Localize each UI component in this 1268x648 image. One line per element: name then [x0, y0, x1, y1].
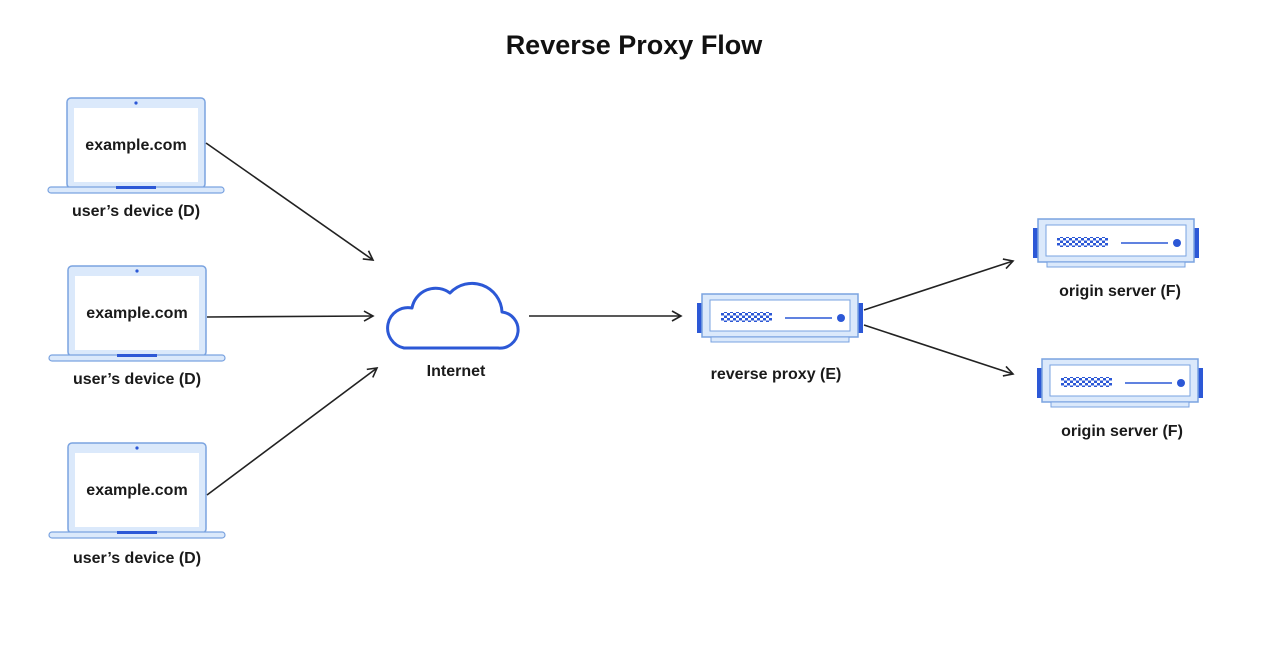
device-screen-text: example.com: [86, 482, 187, 499]
arrow-device2-to-internet: [206, 310, 375, 322]
device-label: user’s device (D): [72, 550, 202, 567]
arrow-proxy-to-origin1: [863, 258, 1015, 311]
server-icon: [696, 293, 864, 343]
server-icon: [1036, 358, 1204, 408]
server-icon: [1032, 218, 1200, 268]
device-label: user’s device (D): [72, 371, 202, 388]
device-label: user’s device (D): [71, 203, 201, 220]
reverse-proxy-server: [696, 293, 864, 343]
internet-label: Internet: [426, 363, 486, 380]
user-device-2: example.com: [48, 265, 226, 362]
user-device-1: example.com: [47, 97, 225, 194]
arrow-proxy-to-origin2: [863, 324, 1015, 377]
device-screen-text: example.com: [86, 305, 187, 322]
origin-server-label: origin server (F): [1059, 283, 1181, 300]
origin-server-1: [1032, 218, 1200, 268]
device-screen-text: example.com: [85, 137, 186, 154]
origin-server-label: origin server (F): [1061, 423, 1183, 440]
origin-server-2: [1036, 358, 1204, 408]
reverse-proxy-label: reverse proxy (E): [710, 366, 842, 383]
cloud-icon: [386, 281, 520, 350]
arrow-device3-to-internet: [206, 367, 379, 496]
arrow-device1-to-internet: [205, 142, 375, 261]
user-device-3: example.com: [48, 442, 226, 539]
diagram-title: Reverse Proxy Flow: [505, 30, 763, 60]
